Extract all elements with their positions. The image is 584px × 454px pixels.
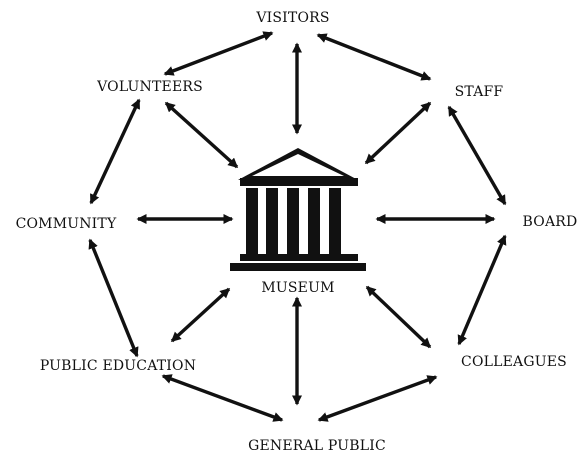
node-colleagues: COLLEAGUES bbox=[461, 354, 567, 370]
arrow-staff-board bbox=[447, 105, 507, 206]
arrow-colleagues-general-public bbox=[317, 375, 438, 422]
arrow-museum-colleagues bbox=[365, 285, 432, 349]
node-staff: STAFF bbox=[455, 84, 504, 100]
museum-building-icon bbox=[230, 148, 366, 271]
node-visitors: VISITORS bbox=[255, 10, 329, 26]
arrow-museum-volunteers bbox=[164, 101, 239, 169]
arrow-general-public-public-education bbox=[161, 374, 284, 422]
arrow-volunteers-visitors bbox=[163, 31, 274, 76]
museum-label: MUSEUM bbox=[261, 280, 334, 296]
arrow-visitors-staff bbox=[316, 33, 432, 81]
arrow-museum-public-education bbox=[170, 287, 231, 343]
arrow-board-colleagues bbox=[457, 234, 507, 346]
arrow-public-education-community bbox=[88, 238, 139, 358]
arrow-museum-staff bbox=[364, 101, 432, 165]
node-general-public: GENERAL PUBLIC bbox=[248, 438, 386, 454]
arrow-community-volunteers bbox=[89, 98, 141, 205]
node-public-education: PUBLIC EDUCATION bbox=[40, 358, 196, 374]
node-volunteers: VOLUNTEERS bbox=[96, 79, 203, 95]
outer-ring-arrows bbox=[88, 31, 507, 422]
node-community: COMMUNITY bbox=[16, 216, 117, 232]
node-board: BOARD bbox=[523, 214, 578, 230]
spoke-arrows bbox=[136, 42, 496, 406]
